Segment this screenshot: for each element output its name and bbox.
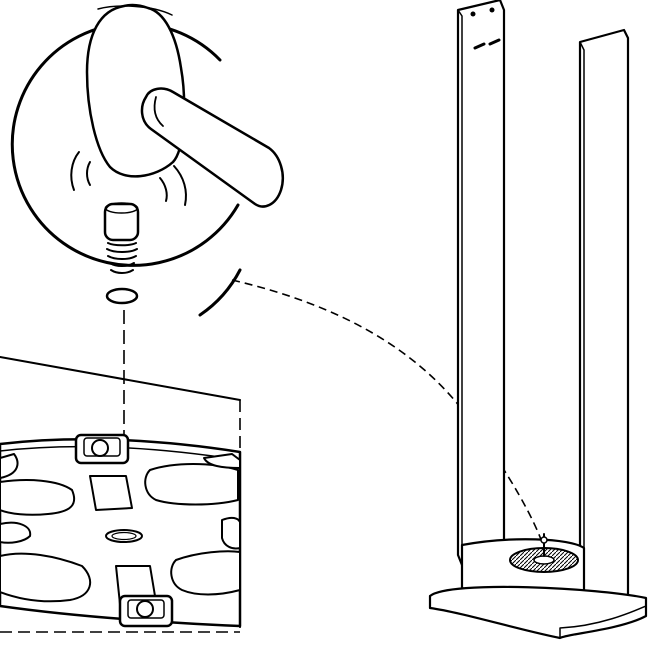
impact-lines-left-inner <box>86 161 91 186</box>
hammer-handle <box>140 87 285 208</box>
pin-ring-3 <box>107 255 137 260</box>
stand-left-peg-2 <box>488 38 501 46</box>
pin-ring-1 <box>107 242 137 247</box>
pin-cap <box>103 202 140 242</box>
stand-left-post-hole-1 <box>470 11 476 17</box>
turntable-slot-center-top <box>89 475 133 511</box>
impact-lines-right-inner <box>159 177 168 202</box>
panel-top-edge <box>0 356 241 401</box>
turntable-center-hole-inner <box>111 531 137 541</box>
stand-left-post <box>456 0 506 567</box>
pin-ring-2 <box>106 248 138 253</box>
display-stand <box>428 0 648 640</box>
turntable-slot-right-edge <box>203 453 241 469</box>
turntable-detail-panel <box>0 356 242 633</box>
bearing-bottom <box>118 594 174 628</box>
turntable-center-hole <box>105 529 143 543</box>
stand-left-post-hole-2 <box>489 7 495 13</box>
pin-target-hole <box>105 287 139 305</box>
magnifier-outline-lower-right <box>198 268 242 317</box>
stand-base-front-edge <box>559 605 647 639</box>
turntable-slot-left-bottom <box>0 552 92 603</box>
stand-base-foot <box>428 585 648 640</box>
stand-turntable-center <box>533 555 555 565</box>
turntable-slot-left-top <box>0 453 19 479</box>
stand-left-peg-1 <box>473 42 486 50</box>
bearing-top-ball <box>91 439 109 457</box>
pin-cap-top <box>104 202 139 214</box>
bearing-bottom-ball <box>136 600 154 618</box>
bearing-bottom-inner <box>127 599 165 619</box>
pin-ring-4 <box>109 262 135 267</box>
hammer-head-top-edge <box>97 5 173 16</box>
pin <box>103 202 140 305</box>
impact-lines-left-outer <box>70 151 80 191</box>
turntable-slot-right-mid <box>221 516 241 550</box>
impact-lines-right-outer <box>173 165 187 206</box>
stand-turntable-pin-head <box>540 536 548 544</box>
pin-ring-5 <box>110 269 134 274</box>
stand-right-post <box>578 28 630 616</box>
turntable-slot-right-top <box>144 463 239 506</box>
hammer <box>70 3 285 208</box>
bearing-top <box>74 433 130 465</box>
stand-right-post-inner-edge <box>579 41 585 615</box>
turntable-slot-left <box>0 479 76 516</box>
turntable-slot-right-bottom <box>170 550 241 596</box>
handle-join-line <box>153 96 164 127</box>
turntable-slot-left-mid <box>0 521 32 544</box>
stand-left-post-inner-edge <box>457 9 463 566</box>
